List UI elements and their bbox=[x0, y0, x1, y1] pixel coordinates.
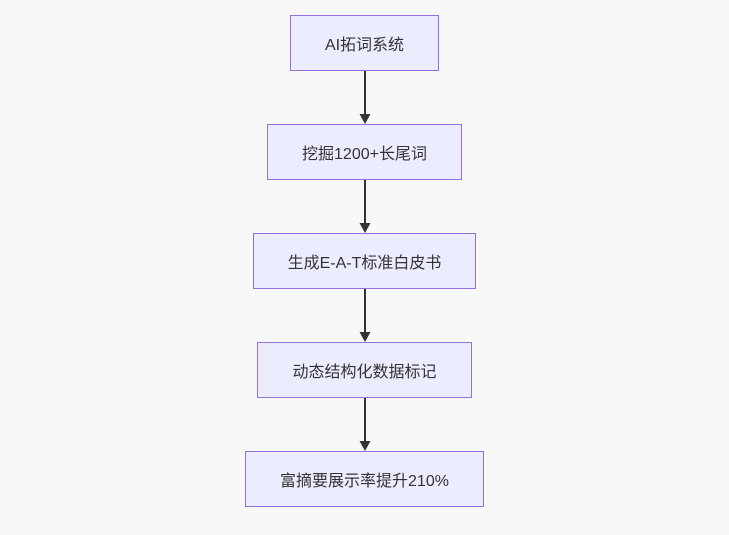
node-label: AI拓词系统 bbox=[324, 37, 405, 54]
flowchart-node-rich-snippet-rate: 富摘要展示率提升210% bbox=[245, 451, 484, 507]
arrow-down-icon bbox=[359, 289, 370, 342]
flowchart-node-longtail-mining: 挖掘1200+长尾词 bbox=[267, 124, 462, 180]
flowchart-node-eat-whitepaper: 生成E-A-T标准白皮书 bbox=[252, 233, 477, 289]
arrow-down-icon bbox=[359, 71, 370, 124]
node-label: 生成E-A-T标准白皮书 bbox=[287, 255, 442, 272]
flowchart: AI拓词系统 挖掘1200+长尾词 生成E-A-T标准白皮书 动态结构化数据标记 bbox=[0, 15, 729, 507]
arrow-down-icon bbox=[359, 398, 370, 451]
node-label: 富摘要展示率提升210% bbox=[280, 473, 449, 490]
node-label: 挖掘1200+长尾词 bbox=[302, 146, 427, 163]
flowchart-node-ai-word-expansion: AI拓词系统 bbox=[289, 15, 440, 71]
flowchart-node-structured-data-markup: 动态结构化数据标记 bbox=[257, 342, 472, 398]
node-label: 动态结构化数据标记 bbox=[292, 364, 437, 381]
arrow-down-icon bbox=[359, 180, 370, 233]
